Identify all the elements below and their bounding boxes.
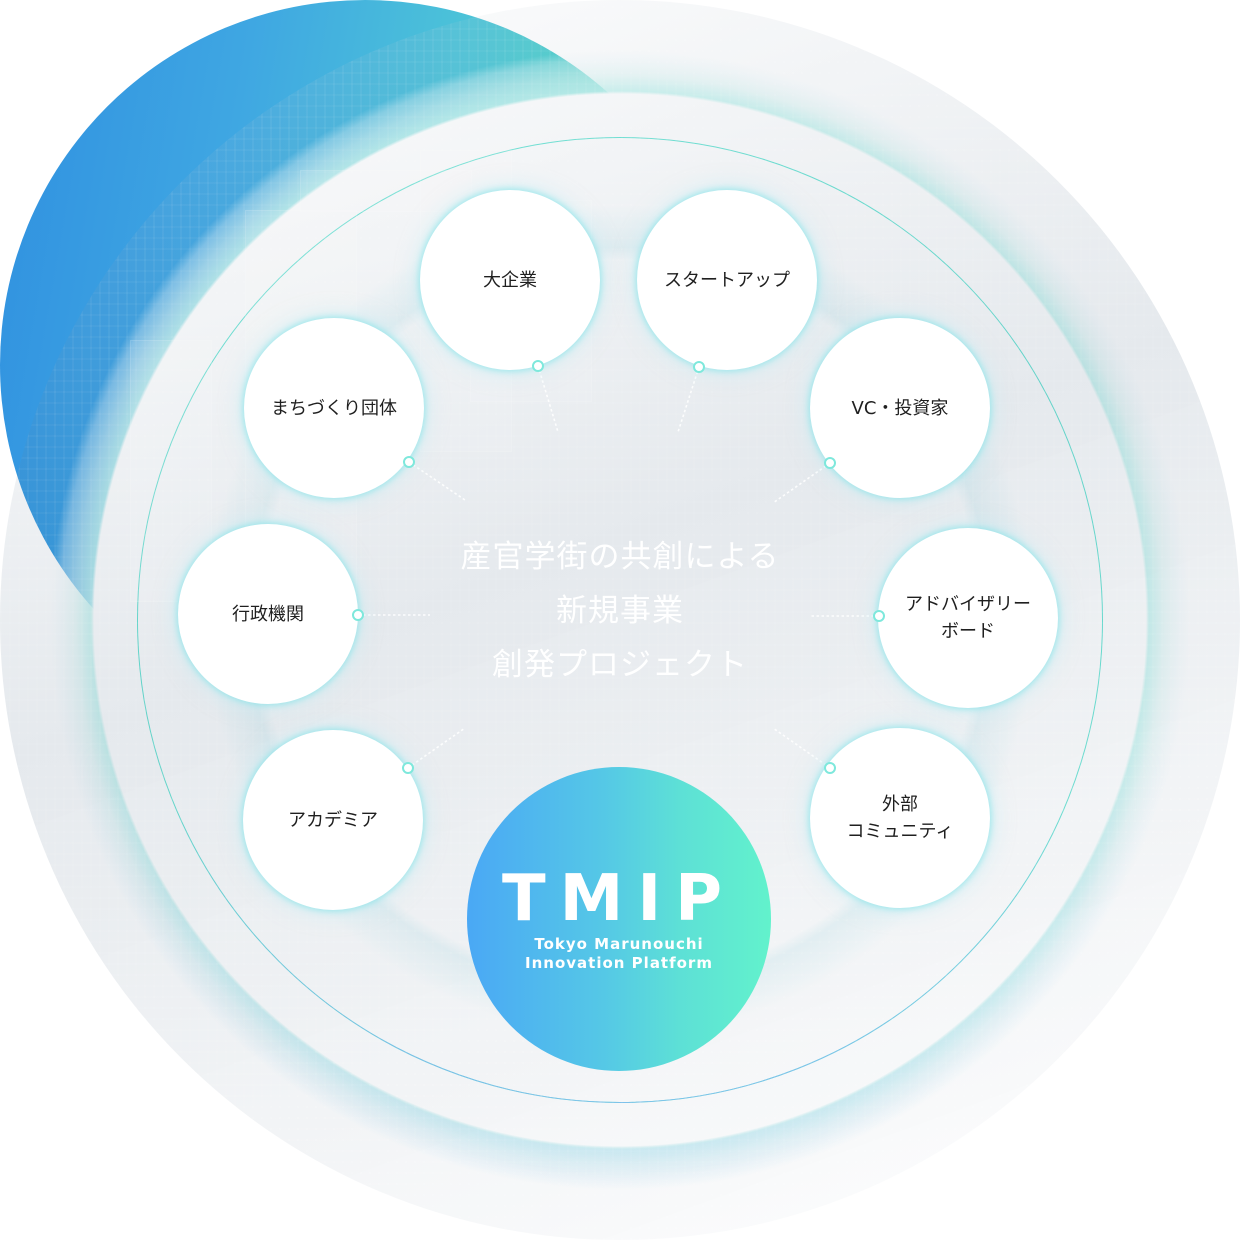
node-label: まちづくり団体 [271,397,397,419]
tmip-subtitle: Tokyo Marunouchi Innovation Platform [467,935,771,973]
node-label: 大企業 [483,269,537,291]
node-label: VC・投資家 [851,397,949,419]
headline-line-1: 産官学街の共創による [460,539,780,575]
connector-dot-icon [824,762,836,774]
connector-dot-icon [352,609,364,621]
headline-line-3: 創発プロジェクト [492,647,748,683]
node-label: アカデミア [288,809,378,831]
connector-dot-icon [403,456,415,468]
headline-line-2: 新規事業 [556,593,684,629]
node-label: スタートアップ [664,269,790,291]
node-government: 行政機関 [178,524,358,704]
tmip-subtitle-line-2: Innovation Platform [525,954,713,972]
node-label: 外部 コミュニティ [846,794,954,842]
node-town-development: まちづくり団体 [244,318,424,498]
node-label: アドバイザリー ボード [905,594,1031,642]
node-advisory-board: アドバイザリー ボード [878,528,1058,708]
center-headline: 産官学街の共創による 新規事業 創発プロジェクト [420,530,820,692]
tmip-hub: TMIP Tokyo Marunouchi Innovation Platfor… [467,767,771,1071]
tmip-subtitle-line-1: Tokyo Marunouchi [534,935,704,953]
node-label: 行政機関 [232,603,304,625]
tmip-logo: TMIP [501,862,737,936]
node-academia: アカデミア [243,730,423,910]
node-external-community: 外部 コミュニティ [810,728,990,908]
node-vc-investor: VC・投資家 [810,318,990,498]
connector-dot-icon [873,610,885,622]
connector-dot-icon [532,360,544,372]
node-large-enterprise: 大企業 [420,190,600,370]
node-startup: スタートアップ [637,190,817,370]
connector-dot-icon [824,457,836,469]
connector-dot-icon [402,762,414,774]
connector-dot-icon [693,361,705,373]
building-shape [300,170,472,212]
thin-orbit-ring-bottom-tint [137,137,1103,1103]
